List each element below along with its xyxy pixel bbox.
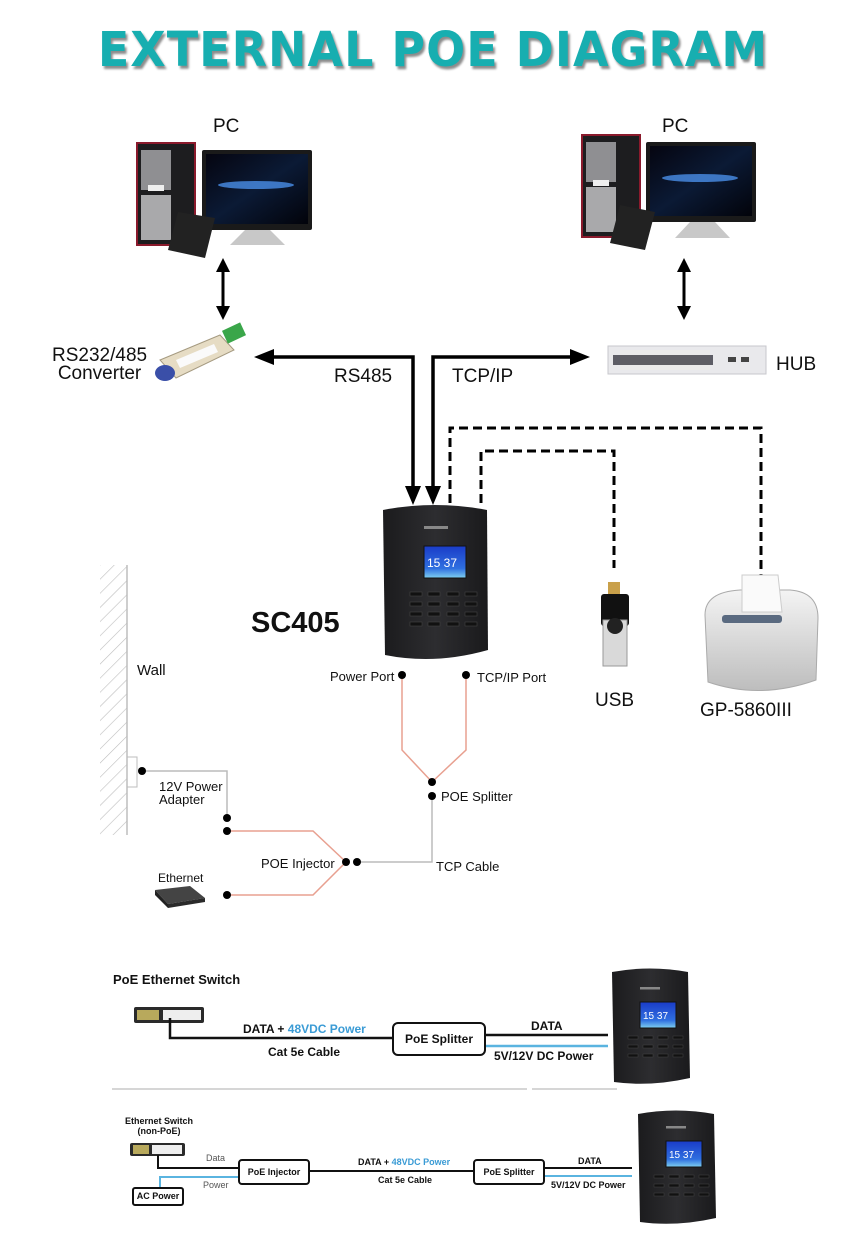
tcpip-label: TCP/IP <box>452 366 514 387</box>
power-adapter-label-line2: Adapter <box>159 792 205 807</box>
pc-left-converter-arrow <box>216 258 230 320</box>
cable-b-top-label: DATA + 48VDC Power <box>358 1157 450 1167</box>
ethernet-router-icon <box>155 886 205 908</box>
data-line-b <box>157 1155 238 1169</box>
power-adapter-label-line1: 12V Power <box>159 779 223 794</box>
injector-wires <box>227 796 433 896</box>
device-a-screen-time: 15 37 <box>643 1011 668 1022</box>
rs232-485-converter-icon <box>155 322 247 381</box>
device-port-wires <box>401 675 467 784</box>
poe-splitter-box-b: PoE Splitter <box>473 1159 545 1185</box>
hub-label: HUB <box>776 354 817 375</box>
poe-switch-label: PoE Ethernet Switch <box>113 972 241 987</box>
connection-dots <box>138 671 470 899</box>
converter-label: RS232/485 Converter <box>52 345 148 384</box>
tcpip-port-label: TCP/IP Port <box>477 670 547 685</box>
device-screen-time: 15 37 <box>427 556 457 570</box>
sc405-device-a-icon: 15 37 <box>612 968 690 1084</box>
cable-b-power-text: 48VDC Power <box>391 1157 451 1167</box>
pc-left-icon <box>136 142 312 258</box>
ac-power-box: AC Power <box>132 1187 184 1206</box>
non-poe-switch-label: Ethernet Switch (non-PoE) <box>125 1116 193 1136</box>
printer-dashed-connection <box>448 426 763 577</box>
poe-switch-icon <box>134 1007 204 1023</box>
non-poe-switch-icon <box>130 1143 185 1156</box>
data-out-label-a: DATA <box>531 1019 563 1033</box>
cable-a-power-text: 48VDC Power <box>287 1022 366 1036</box>
tcp-cable-label: TCP Cable <box>436 859 500 874</box>
cable-a-data-text: DATA + <box>243 1022 288 1036</box>
pc-right-hub-arrow <box>677 258 691 320</box>
cable-a-bottom-label: Cat 5e Cable <box>268 1045 341 1059</box>
diagram-title: EXTERNAL POE DIAGRAM <box>97 20 769 78</box>
power-port-label: Power Port <box>330 669 395 684</box>
pc-left-label: PC <box>213 116 240 137</box>
wall <box>100 565 138 835</box>
power-adapter-wire <box>142 770 228 818</box>
pc-right-icon <box>581 134 756 250</box>
usb-drive-icon <box>601 582 629 667</box>
data-label-b: Data <box>206 1153 226 1163</box>
sc405-device-b-icon: 15 37 <box>638 1110 716 1224</box>
power-line-b <box>159 1176 238 1187</box>
converter-label-line1: RS232/485 <box>52 345 148 366</box>
cable-a-top-label: DATA + 48VDC Power <box>243 1022 366 1036</box>
data-out-label-b: DATA <box>578 1156 602 1166</box>
power-out-label-b: 5V/12V DC Power <box>551 1180 626 1190</box>
power-label-b: Power <box>203 1180 229 1190</box>
converter-label-line2: Converter <box>57 363 142 384</box>
poe-cable-a <box>168 1018 392 1040</box>
non-poe-switch-label-line2: (non-PoE) <box>137 1126 181 1136</box>
rs485-label: RS485 <box>334 366 393 387</box>
printer-icon <box>704 574 819 692</box>
device-b-screen-time: 15 37 <box>669 1150 694 1161</box>
sc405-device-icon: 15 37 <box>383 505 488 659</box>
non-poe-switch-label-line1: Ethernet Switch <box>125 1116 194 1126</box>
ethernet-label: Ethernet <box>158 871 204 885</box>
poe-injector-box: PoE Injector <box>238 1159 310 1185</box>
wall-label: Wall <box>137 662 166 679</box>
usb-label: USB <box>595 690 635 711</box>
cable-b-data-text: DATA + <box>358 1157 392 1167</box>
hub-icon <box>607 345 767 375</box>
pc-right-label: PC <box>662 116 689 137</box>
poe-splitter-label: POE Splitter <box>441 789 513 804</box>
poe-injector-label: POE Injector <box>261 856 335 871</box>
power-adapter-label: 12V Power Adapter <box>159 780 223 806</box>
poe-splitter-box-a: PoE Splitter <box>392 1022 486 1056</box>
printer-label: GP-5860III <box>700 700 792 721</box>
tcpip-connection <box>425 349 590 505</box>
device-name-label: SC405 <box>251 607 340 639</box>
usb-dashed-connection <box>479 449 616 568</box>
cable-b-bottom-label: Cat 5e Cable <box>378 1175 433 1185</box>
rs485-connection <box>254 349 421 505</box>
power-out-label-a: 5V/12V DC Power <box>494 1049 594 1063</box>
